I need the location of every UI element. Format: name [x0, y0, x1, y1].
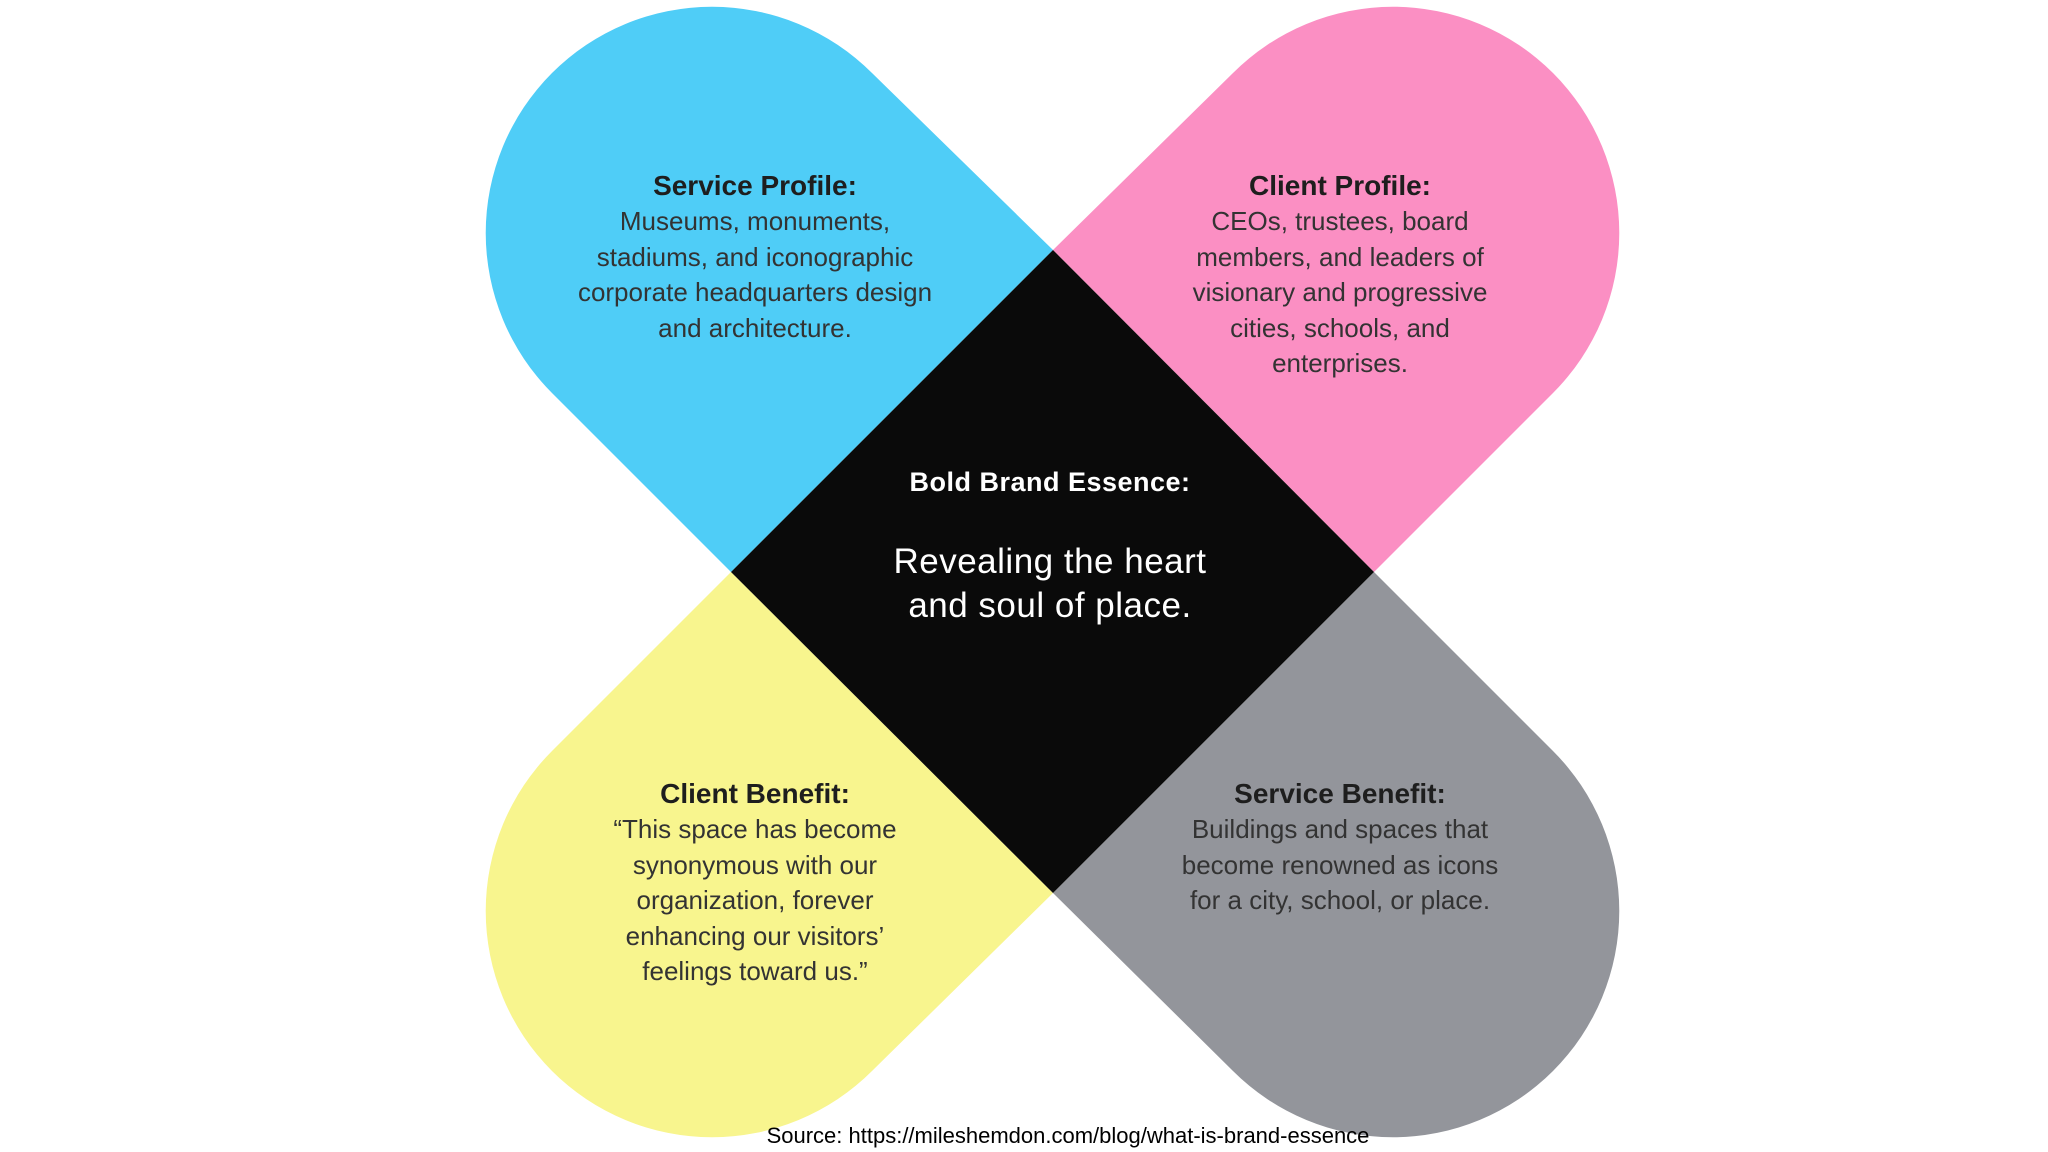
center-line: and soul of place. — [908, 586, 1192, 625]
petal-service-benefit — [1053, 572, 1620, 1138]
client-benefit-line: “This space has become — [613, 814, 897, 844]
source-caption: Source: https://mileshemdon.com/blog/wha… — [766, 1123, 1370, 1148]
center-line: Revealing the heart — [893, 542, 1207, 581]
service-profile-line: Museums, monuments, — [619, 206, 891, 236]
client-benefit-line: feelings toward us.” — [642, 956, 868, 986]
service-benefit-heading: Service Benefit: — [1234, 778, 1446, 809]
service-profile-line: corporate headquarters design — [577, 277, 933, 307]
client-profile-block: Client Profile: CEOs, trustees, board me… — [1115, 168, 1565, 382]
client-benefit-line: organization, forever — [636, 885, 874, 915]
petal-client-benefit — [485, 572, 1053, 1138]
service-profile-block: Service Profile: Museums, monuments, sta… — [525, 168, 985, 346]
client-profile-line: enterprises. — [1272, 348, 1408, 378]
center-diamond — [731, 250, 1374, 893]
service-profile-line: and architecture. — [658, 312, 852, 343]
service-profile-heading: Service Profile: — [653, 170, 857, 201]
service-benefit-line: become renowned as icons — [1181, 849, 1499, 880]
service-benefit-line: for a city, school, or place. — [1189, 885, 1491, 915]
service-benefit-block: Service Benefit: Buildings and spaces th… — [1115, 776, 1565, 919]
client-profile-line: CEOs, trustees, board — [1211, 206, 1469, 236]
center-block: Bold Brand Essence: Revealing the heart … — [800, 462, 1300, 628]
client-profile-heading: Client Profile: — [1248, 170, 1431, 201]
petal-service-profile — [485, 6, 1053, 573]
client-benefit-line: enhancing our visitors’ — [625, 920, 885, 951]
client-profile-line: cities, schools, and — [1230, 312, 1450, 343]
client-benefit-block: Client Benefit: “This space has become s… — [525, 776, 985, 990]
client-benefit-heading: Client Benefit: — [660, 778, 850, 809]
client-benefit-line: synonymous with our — [632, 849, 878, 880]
center-heading: Bold Brand Essence: — [909, 467, 1191, 497]
petal-client-profile — [1053, 6, 1620, 572]
service-benefit-line: Buildings and spaces that — [1191, 814, 1489, 844]
service-profile-line: stadiums, and iconographic — [596, 241, 914, 272]
client-profile-line: members, and leaders of — [1196, 241, 1484, 272]
client-profile-line: visionary and progressive — [1192, 277, 1488, 307]
